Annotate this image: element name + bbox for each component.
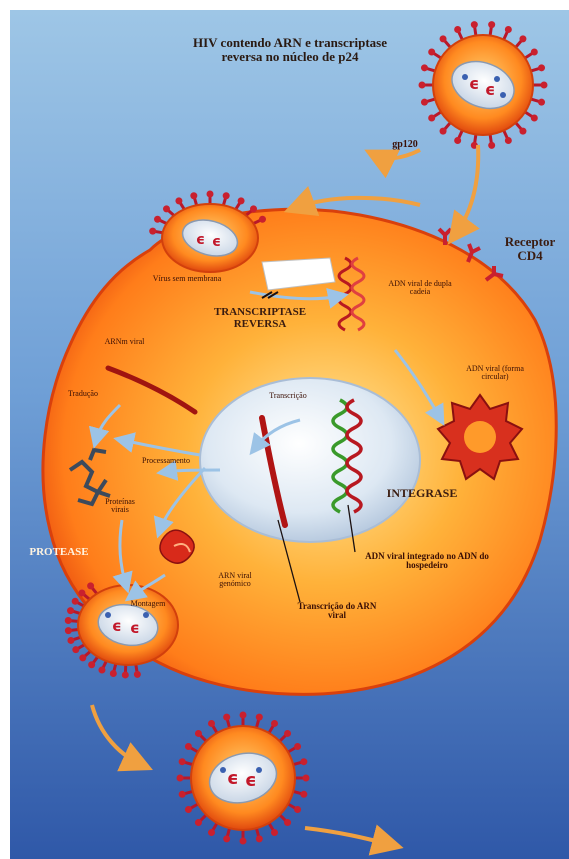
virus-spike-tip (65, 627, 72, 634)
svg-text:ϵ: ϵ (130, 619, 140, 637)
virus-spike-tip (294, 806, 301, 813)
virus-spike-tip (175, 197, 182, 204)
svg-text:ϵ: ϵ (212, 234, 221, 250)
virus-spike-tip (271, 829, 278, 836)
virus-spike-tip (488, 142, 495, 149)
virus-spike-tip (78, 589, 85, 596)
label-adn-dupla: ADN viral de dupla cadeia (385, 280, 455, 297)
virus-spike-tip (179, 791, 186, 798)
virus-spike-tip (419, 82, 426, 89)
virus-spike-tip (110, 670, 117, 677)
virus-spike-tip (207, 191, 214, 198)
virus-spike-tip (294, 743, 301, 750)
label-arn-genomico: ARN viral genómico (205, 572, 265, 589)
label-integrase: INTEGRASE (372, 487, 472, 500)
virus-bottom: ϵ ϵ (177, 712, 310, 845)
virus-spike-tip (421, 64, 428, 71)
label-transcriptase: TRANSCRIPTASE REVERSA (195, 307, 325, 330)
virus-spike-tip (519, 128, 526, 135)
virus-spike-tip (208, 720, 215, 727)
virus-spike-tip (195, 730, 202, 737)
virus-spike-tip (98, 667, 105, 674)
virus-spike-tip (179, 758, 186, 765)
virus-spike-tip (65, 617, 72, 624)
label-gp120: gp120 (380, 140, 430, 151)
virus-spike-tip (256, 714, 263, 721)
label-proteinas: Proteínas virais (96, 498, 144, 515)
virus-spike-tip (531, 114, 538, 121)
nucleus (200, 378, 420, 542)
virus-spike-tip (428, 49, 435, 56)
virus-spike-tip (488, 21, 495, 28)
virus-spike-tip (163, 205, 170, 212)
virus-spike-tip (538, 99, 545, 106)
virus-spike-tip (505, 137, 512, 144)
label-montagem: Montagem (118, 600, 178, 608)
virus-spike-tip (256, 835, 263, 842)
virus-spike-tip (72, 646, 79, 653)
virus-spike-tip (471, 21, 478, 28)
label-transcricao-arn: Transcrição do ARN viral (292, 602, 382, 621)
virus-spike-tip (208, 829, 215, 836)
virus-spike-tip (303, 775, 310, 782)
label-adn-circular: ADN viral (forma circular) (466, 365, 524, 382)
virus-spike-tip (67, 637, 74, 644)
label-transcricao: Transcrição (258, 392, 318, 400)
virus-spike-tip (259, 216, 266, 223)
virus-spike-tip (531, 49, 538, 56)
virus-spike-tip (538, 64, 545, 71)
virus-spike-tip (177, 775, 184, 782)
virus-spike-tip (250, 205, 257, 212)
label-protease: PROTEASE (18, 547, 100, 559)
virus-spike-tip (79, 654, 86, 661)
virus-spike-tip (284, 730, 291, 737)
virus-spike-tip (195, 819, 202, 826)
label-traducao: Tradução (58, 390, 108, 398)
virus-spike-tip (149, 228, 156, 235)
svg-text:ϵ: ϵ (485, 80, 495, 99)
virus-spike-tip (154, 216, 161, 223)
svg-text:ϵ: ϵ (227, 768, 239, 789)
svg-text:ϵ: ϵ (469, 74, 479, 93)
virus-spike-tip (300, 758, 307, 765)
virus-spike-tip (72, 598, 79, 605)
virus-spike-tip (67, 607, 74, 614)
label-virus-sem-membrana: Vírus sem membrana (152, 275, 222, 283)
virus-spike-tip (284, 819, 291, 826)
virus-spike-tip (223, 835, 230, 842)
virus-spike-tip (271, 720, 278, 727)
virus-spike-tip (440, 35, 447, 42)
virus-spike-tip (240, 712, 247, 719)
virus-spike-tip (454, 26, 461, 33)
label-adn-integrado: ADN viral integrado no ADN do hospedeiro (352, 552, 502, 571)
virus-spike-tip (185, 743, 192, 750)
virus-spike-tip (238, 197, 245, 204)
svg-text:ϵ: ϵ (196, 232, 205, 248)
svg-text:ϵ: ϵ (112, 617, 122, 635)
virus-spike-tip (190, 192, 197, 199)
virus-spike-tip (505, 26, 512, 33)
label-arnm: ARNm viral (102, 338, 147, 346)
virus-spike-tip (300, 791, 307, 798)
virus-spike-tip (223, 714, 230, 721)
virus-spike-tip (88, 661, 95, 668)
virus-spike-tip (428, 114, 435, 121)
virus-spike-tip (134, 671, 141, 678)
svg-text:ϵ: ϵ (245, 770, 257, 791)
label-virus-top: HIV contendo ARN e transcriptase reversa… (190, 36, 390, 63)
virus-spike-tip (454, 137, 461, 144)
virus-spike-tip (223, 192, 230, 199)
virus-spike-tip (122, 671, 129, 678)
label-receptor-cd4: Receptor CD4 (498, 235, 562, 262)
label-processamento: Processamento (126, 457, 206, 465)
virus-spike-tip (185, 806, 192, 813)
virus-spike-tip (440, 128, 447, 135)
virus-spike-tip (541, 82, 548, 89)
virus-spike-tip (421, 99, 428, 106)
virus-spike-tip (240, 838, 247, 845)
virus-spike-tip (519, 35, 526, 42)
virus-spike-tip (87, 582, 94, 589)
